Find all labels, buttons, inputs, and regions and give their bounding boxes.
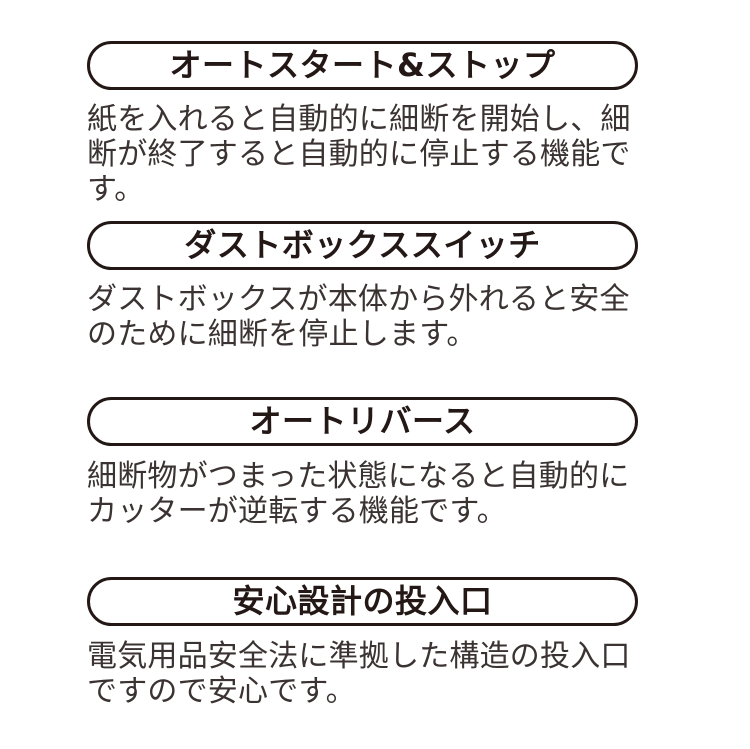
feature-description: 細断物がつまった状態になると自動的にカッターが逆転する機能です。 xyxy=(87,459,630,529)
feature-title-pill: ダストボックススイッチ xyxy=(87,221,638,270)
feature-description: 電気用品安全法に準拠した構造の投入口ですので安心です。 xyxy=(87,639,631,709)
feature-description: ダストボックスが本体から外れると安全のために細断を停止します。 xyxy=(87,282,630,352)
feature-title-label: オートリバース xyxy=(249,401,476,440)
feature-item: 安心設計の投入口 電気用品安全法に準拠した構造の投入口ですので安心です。 xyxy=(87,577,649,709)
feature-item: オートスタート&ストップ 紙を入れると自動的に細断を開始し、細断が終了すると自動… xyxy=(87,41,649,207)
feature-item: ダストボックススイッチ ダストボックスが本体から外れると安全のために細断を停止し… xyxy=(87,221,649,352)
feature-title-label: ダストボックススイッチ xyxy=(184,225,541,264)
feature-title-label: オートスタート&ストップ xyxy=(169,45,556,84)
feature-item: オートリバース 細断物がつまった状態になると自動的にカッターが逆転する機能です。 xyxy=(87,397,649,529)
feature-title-pill: オートリバース xyxy=(87,397,638,446)
feature-title-pill: 安心設計の投入口 xyxy=(87,577,638,626)
feature-description: 紙を入れると自動的に細断を開始し、細断が終了すると自動的に停止する機能です。 xyxy=(87,102,631,207)
feature-title-pill: オートスタート&ストップ xyxy=(87,41,638,90)
feature-title-label: 安心設計の投入口 xyxy=(232,581,493,620)
